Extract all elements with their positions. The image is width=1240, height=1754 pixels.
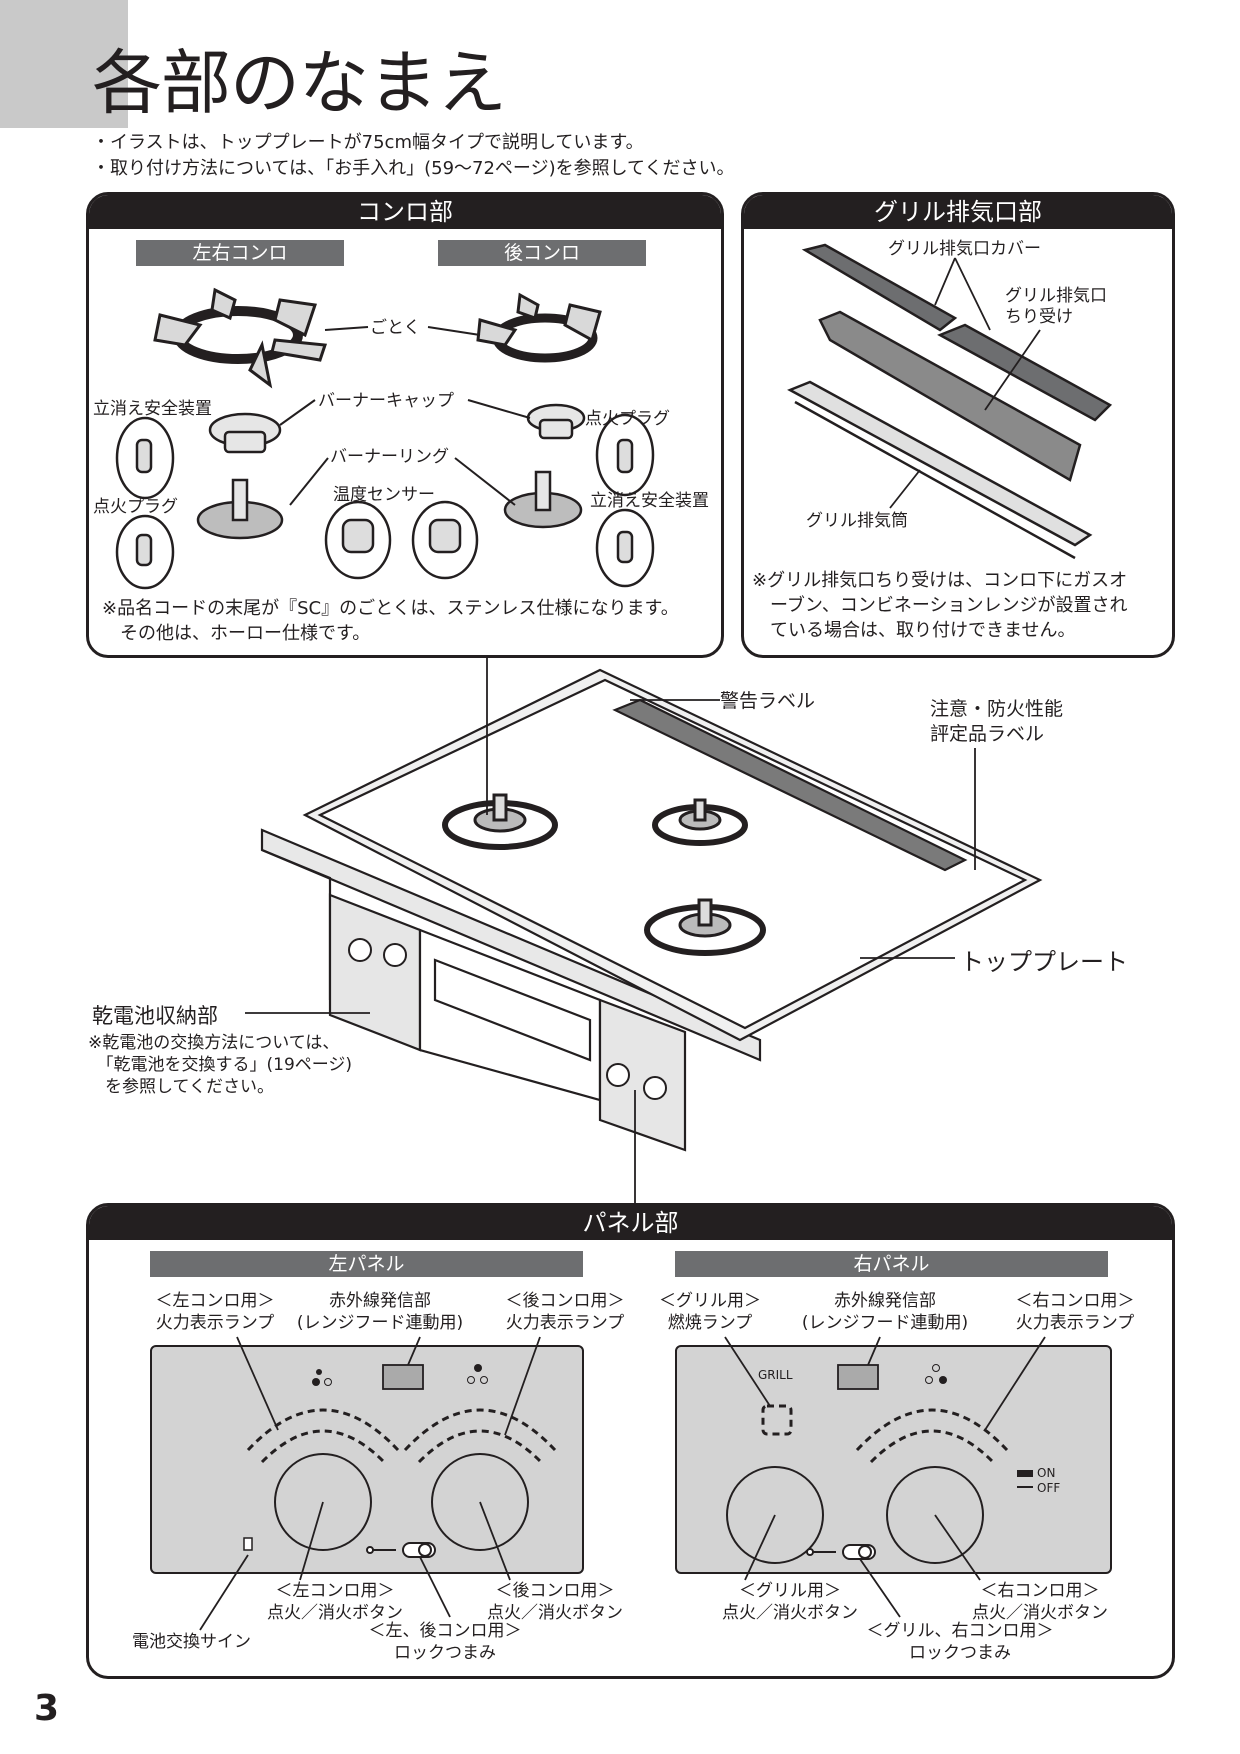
battery-sign-icon bbox=[243, 1537, 253, 1551]
label-tenka-plug-right: 点火プラグ bbox=[585, 409, 670, 429]
lamp-icon bbox=[246, 1404, 1009, 1464]
label-btn-right: ＜右コンロ用＞ 点火／消火ボタン bbox=[972, 1581, 1108, 1623]
label-tachigie-right: 立消え安全装置 bbox=[590, 491, 709, 511]
label-burner-cap: バーナーキャップ bbox=[318, 391, 454, 411]
gotoku-icon bbox=[153, 287, 602, 389]
tab-left-panel: 左パネル bbox=[150, 1251, 583, 1277]
label-battery-sign: 電池交換サイン bbox=[132, 1632, 251, 1652]
label-tenka-plug-left: 点火プラグ bbox=[93, 497, 178, 517]
page-note-2: ・取り付け方法については、「お手入れ」(59〜72ページ)を参照してください。 bbox=[92, 158, 735, 179]
sensor-detail-icon bbox=[115, 413, 655, 590]
infrared-window-left bbox=[382, 1364, 424, 1390]
label-infrared-right: 赤外線発信部 (レンジフード連動用) bbox=[801, 1291, 969, 1333]
grill-text: GRILL bbox=[758, 1368, 793, 1382]
page-number: 3 bbox=[34, 1688, 60, 1729]
label-grill-lamp: ＜グリル用＞ 燃焼ランプ bbox=[659, 1291, 761, 1333]
battery-note: ※乾電池の交換方法については、 「乾電池を交換する」(19ページ) を参照してく… bbox=[88, 1033, 353, 1097]
label-lamp-left: ＜左コンロ用＞ 火力表示ランプ bbox=[155, 1291, 275, 1333]
grill-note: ※グリル排気口ちり受けは、コンロ下にガスオ ーブン、コンビネーションレンジが設置… bbox=[752, 570, 1128, 641]
label-warning: 警告ラベル bbox=[720, 690, 816, 712]
label-lock-left: ＜左、後コンロ用＞ ロックつまみ bbox=[368, 1621, 522, 1663]
label-lamp-rear: ＜後コンロ用＞ 火力表示ランプ bbox=[505, 1291, 625, 1333]
page-corner-tab bbox=[0, 0, 128, 128]
lock-knob-icon bbox=[366, 1542, 876, 1560]
label-infrared-left: 赤外線発信部 (レンジフード連動用) bbox=[296, 1291, 464, 1333]
page-note-1: ・イラストは、トッププレートが75cm幅タイプで説明しています。 bbox=[92, 132, 644, 153]
konro-note: ※品名コードの末尾が『SC』のごとくは、ステンレス仕様になります。 その他は、ホ… bbox=[102, 598, 679, 644]
label-btn-left: ＜左コンロ用＞ 点火／消火ボタン bbox=[267, 1581, 403, 1623]
label-grill-exhaust-tube: グリル排気筒 bbox=[806, 511, 908, 531]
tab-left-right: 左右コンロ bbox=[136, 240, 344, 266]
page-title: 各部のなまえ bbox=[92, 42, 507, 124]
label-lock-right: ＜グリル、右コンロ用＞ ロックつまみ bbox=[866, 1621, 1054, 1663]
label-temp-sensor: 温度センサー bbox=[333, 485, 435, 505]
label-top-plate: トッププレート bbox=[960, 948, 1128, 976]
konro-header: コンロ部 bbox=[89, 195, 721, 229]
label-grill-cover: グリル排気口カバー bbox=[888, 239, 1041, 259]
label-btn-grill: ＜グリル用＞ 点火／消火ボタン bbox=[722, 1581, 858, 1623]
grill-section: グリル排気口部 bbox=[741, 192, 1175, 658]
burner-ring-icon bbox=[196, 470, 583, 540]
label-gotoku: ごとく bbox=[370, 318, 421, 338]
burner-cap-icon bbox=[208, 403, 586, 454]
grill-header: グリル排気口部 bbox=[744, 195, 1172, 229]
tab-right-panel: 右パネル bbox=[675, 1251, 1108, 1277]
label-lamp-right: ＜右コンロ用＞ 火力表示ランプ bbox=[1015, 1291, 1135, 1333]
label-tachigie-left: 立消え安全装置 bbox=[93, 399, 212, 419]
infrared-window-right bbox=[837, 1364, 879, 1390]
knob-icon bbox=[274, 1453, 984, 1564]
label-grill-dust-tray: グリル排気口 ちり受け bbox=[1005, 286, 1107, 327]
off-text: OFF bbox=[1037, 1481, 1061, 1495]
label-btn-rear: ＜後コンロ用＞ 点火／消火ボタン bbox=[487, 1581, 623, 1623]
tab-rear: 後コンロ bbox=[438, 240, 646, 266]
on-text: ON bbox=[1037, 1466, 1056, 1480]
panel-header: パネル部 bbox=[89, 1206, 1172, 1240]
label-battery-storage: 乾電池収納部 bbox=[92, 1004, 218, 1028]
label-caution: 注意・防火性能 評定品ラベル bbox=[930, 698, 1064, 745]
label-burner-ring: バーナーリング bbox=[330, 447, 449, 467]
